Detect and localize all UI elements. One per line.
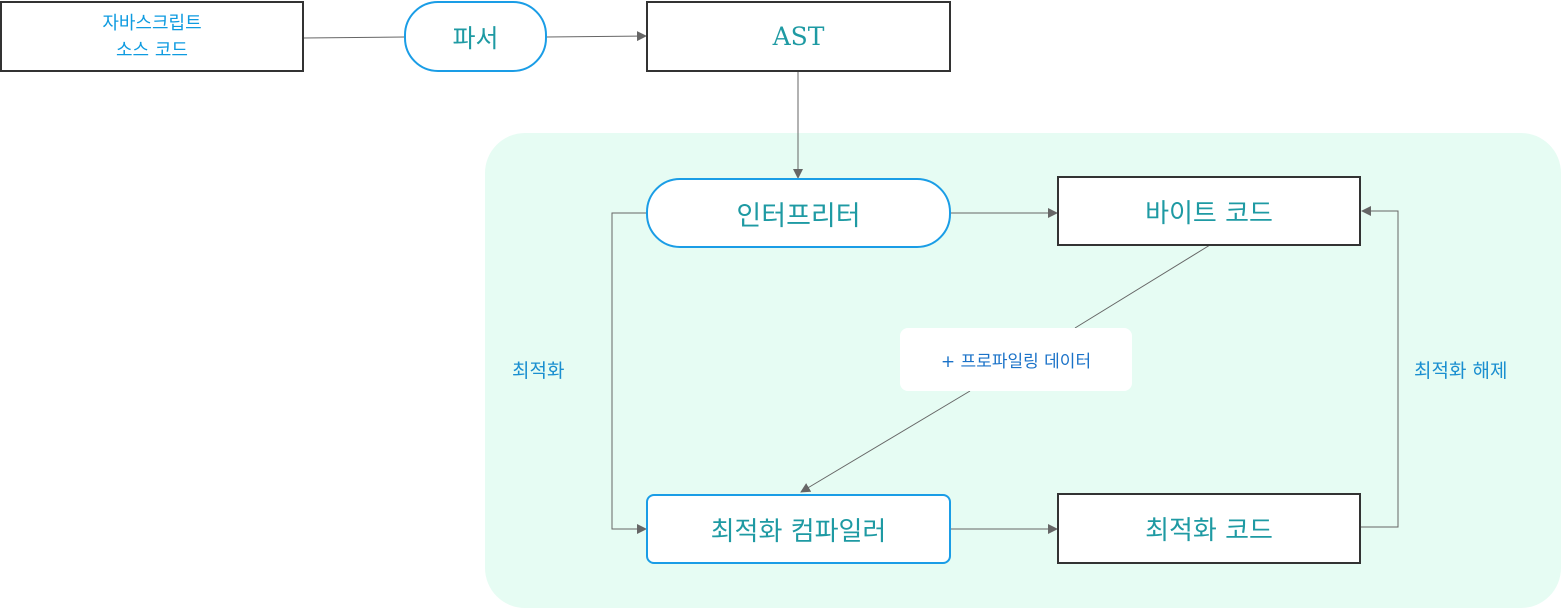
profiling-data-text: + 프로파일링 데이터: [940, 352, 1092, 372]
optimizing-compiler-label: 최적화 컴파일러: [710, 516, 887, 547]
edge-source-parser: [302, 36, 406, 39]
interpreter-node: 인터프리터: [646, 178, 951, 248]
optimizing-compiler-node: 최적화 컴파일러: [646, 494, 951, 564]
source-code-label: 자바스크립트 소스 코드: [102, 12, 202, 61]
edge-parser-ast: [545, 31, 647, 42]
edge-deoptimize: [1361, 206, 1399, 528]
profiling-data-label: + 프로파일링 데이터: [900, 328, 1132, 391]
source-code-node: 자바스크립트 소스 코드: [0, 1, 304, 72]
deoptimize-label: 최적화 해제: [1414, 360, 1508, 382]
edge-bytecode-profiling: [1074, 244, 1211, 329]
edge-profiling-compiler: [800, 390, 971, 493]
optimized-code-label: 최적화 코드: [1145, 516, 1273, 546]
optimize-label: 최적화: [512, 360, 565, 382]
bytecode-node: 바이트 코드: [1057, 176, 1361, 246]
interpreter-label: 인터프리터: [736, 200, 861, 232]
ast-label: AST: [772, 22, 825, 51]
parser-node: 파서: [404, 1, 547, 72]
bytecode-label: 바이트 코드: [1145, 198, 1273, 229]
ast-node: AST: [646, 1, 951, 72]
optimized-code-node: 최적화 코드: [1057, 493, 1361, 564]
edge-optimize: [611, 212, 648, 534]
parser-label: 파서: [452, 23, 499, 53]
